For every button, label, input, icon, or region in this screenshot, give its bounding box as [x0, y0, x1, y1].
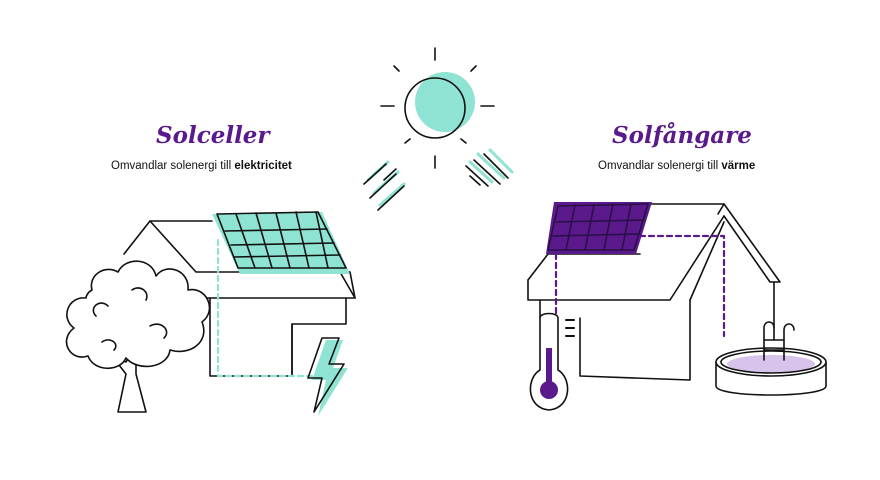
- subtitle-solfangare-prefix: Omvandlar solenergi till: [598, 160, 722, 172]
- heat-pipe-right: [638, 234, 726, 338]
- subtitle-solceller-prefix: Omvandlar solenergi till: [111, 160, 235, 172]
- solar-collector-icon: [546, 202, 652, 254]
- sun-rays-right: [465, 148, 514, 187]
- sun-rays-left: [363, 160, 406, 211]
- subtitle-solfangare: Omvandlar solenergi till värme: [598, 160, 755, 172]
- tree-icon: [65, 260, 211, 413]
- subtitle-solceller: Omvandlar solenergi till elektricitet: [111, 160, 292, 172]
- title-solfangare: Solfångare: [612, 122, 752, 149]
- title-solceller: Solceller: [156, 122, 270, 149]
- subtitle-solceller-bold: elektricitet: [234, 160, 292, 172]
- solar-panel-icon: [212, 211, 350, 274]
- sun-icon: [380, 47, 495, 169]
- subtitle-solfangare-bold: värme: [721, 160, 756, 172]
- thermometer-icon: [529, 312, 575, 411]
- lightning-bolt-icon: [307, 337, 348, 416]
- electric-cable: [216, 238, 318, 378]
- pool-icon: [715, 321, 827, 396]
